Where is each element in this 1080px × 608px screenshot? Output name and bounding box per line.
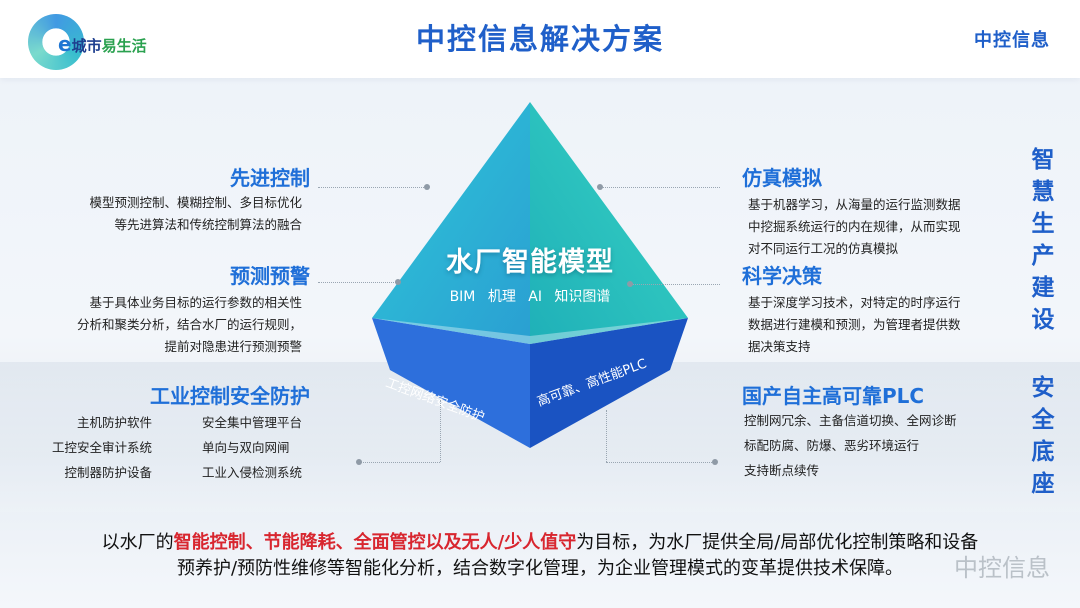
- pyramid-top-right-face: [530, 102, 688, 344]
- connector-plc-h: [606, 462, 716, 463]
- watermark: 中控信息: [954, 554, 1050, 582]
- pyramid-rim: [372, 318, 688, 344]
- model-title: 水厂智能模型: [446, 247, 614, 278]
- connector-security-v: [440, 400, 441, 462]
- security-item: 安全集中管理平台: [202, 415, 303, 430]
- city-logo: e城市易生活: [28, 14, 178, 70]
- security-item: 主机防护软件: [76, 415, 152, 430]
- connector-plc-v: [606, 410, 607, 462]
- header: e城市易生活 中控信息解决方案 中控信息: [0, 0, 1080, 78]
- decision-text: 基于深度学习技术，对特定的时序运行 数据进行建模和预测，为管理者提供数 据决策支…: [748, 295, 961, 354]
- security-item: 工控安全审计系统: [51, 440, 152, 455]
- connector-decision: [630, 284, 720, 285]
- logo-e: e: [58, 32, 72, 56]
- pyramid-graphic: [372, 102, 688, 448]
- brand-logo: 中控信息: [974, 30, 1050, 51]
- predict-warning-text: 基于具体业务目标的运行参数的相关性 分析和聚类分析，结合水厂的运行规则， 提前对…: [76, 295, 302, 354]
- connector-security-h: [360, 462, 440, 463]
- plc-text: 控制网冗余、主备信道切换、全网诊断 标配防腐、防爆、恶劣环境运行 支持断点续传: [744, 413, 957, 478]
- connector-dot: [597, 184, 603, 190]
- model-subtitle: BIM 机理 AI 知识图谱: [449, 289, 611, 305]
- plc-title: 国产自主高可靠PLC: [742, 384, 925, 408]
- connector-dot: [356, 459, 362, 465]
- summary-highlight: 智能控制、节能降耗、全面管控以及无人/少人值守: [173, 532, 577, 553]
- simulation-title: 仿真模拟: [742, 166, 822, 190]
- side-label-production: 智 慧 生 产 建 设: [1031, 147, 1055, 333]
- connector-predict: [318, 282, 398, 283]
- page-title: 中控信息解决方案: [415, 22, 664, 56]
- security-item: 工业入侵检测系统: [202, 465, 303, 480]
- advanced-control-text: 模型预测控制、模糊控制、多目标优化 等先进算法和传统控制算法的融合: [89, 195, 302, 232]
- decision-title: 科学决策: [742, 264, 822, 288]
- connector-dot: [627, 281, 633, 287]
- advanced-control-title: 先进控制: [230, 166, 310, 190]
- predict-warning-title: 预测预警: [230, 264, 310, 288]
- logo-part1: 城市: [71, 37, 102, 55]
- connector-dot: [395, 279, 401, 285]
- pyramid-base-left-face: [372, 318, 530, 448]
- logo-ring-icon: [28, 14, 84, 70]
- simulation-text: 基于机器学习，从海量的运行监测数据 中挖掘系统运行的内在规律，从而实现 对不同运…: [748, 197, 961, 256]
- pyramid-base-right-face: [530, 318, 688, 448]
- security-item: 控制器防护设备: [64, 465, 152, 480]
- pyramid-top-left-face: [372, 102, 530, 344]
- connector-dot: [712, 459, 718, 465]
- security-item: 单向与双向网闸: [202, 440, 290, 455]
- logo-part2: 易生活: [101, 37, 147, 55]
- security-title: 工业控制安全防护: [150, 384, 310, 408]
- connector-dot: [424, 184, 430, 190]
- connector-advanced: [318, 187, 428, 188]
- side-label-security: 安 全 底 座: [1031, 375, 1055, 497]
- connector-simulation: [600, 187, 720, 188]
- summary-text: 以水厂的智能控制、节能降耗、全面管控以及无人/少人值守为目标，为水厂提供全局/局…: [101, 532, 979, 579]
